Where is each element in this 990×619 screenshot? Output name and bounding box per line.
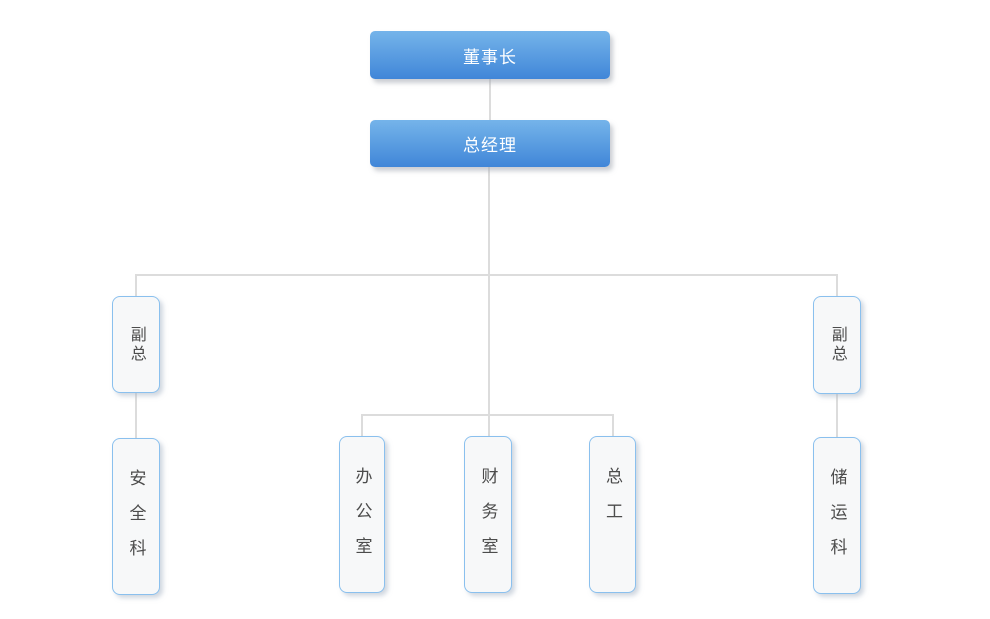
node-chairman: 董事长: [370, 31, 610, 79]
node-label: 董事长: [463, 47, 517, 67]
connector-office-stub: [361, 414, 363, 436]
connector-level3-rail: [135, 274, 838, 276]
node-office: 办公室: [339, 436, 385, 593]
node-label: 安全科: [126, 469, 146, 574]
node-deputy-gm-right: 副总: [813, 296, 861, 394]
connector-chief-stub: [612, 414, 614, 436]
node-storage-transport-dept: 储运科: [813, 437, 861, 594]
node-label: 办公室: [352, 467, 372, 572]
node-label: 总工: [603, 467, 622, 537]
node-safety-dept: 安全科: [112, 438, 160, 595]
node-label: 副总: [828, 326, 846, 364]
connector-storage-link: [836, 394, 838, 437]
node-general-manager: 总经理: [370, 120, 610, 167]
node-chief-engineer: 总工: [589, 436, 636, 593]
node-label: 财务室: [478, 467, 498, 572]
connector-chairman-gm: [489, 79, 491, 120]
node-label: 副总: [127, 325, 145, 364]
connector-deputy-left-stub: [135, 274, 137, 296]
node-label: 储运科: [827, 468, 847, 573]
connector-deputy-right-stub: [836, 274, 838, 296]
node-label: 总经理: [463, 136, 517, 155]
node-finance-office: 财务室: [464, 436, 512, 593]
connector-level4-rail: [361, 414, 614, 416]
node-deputy-gm-left: 副总: [112, 296, 160, 393]
connector-gm-trunk: [488, 167, 490, 436]
connector-safety-link: [135, 393, 137, 438]
